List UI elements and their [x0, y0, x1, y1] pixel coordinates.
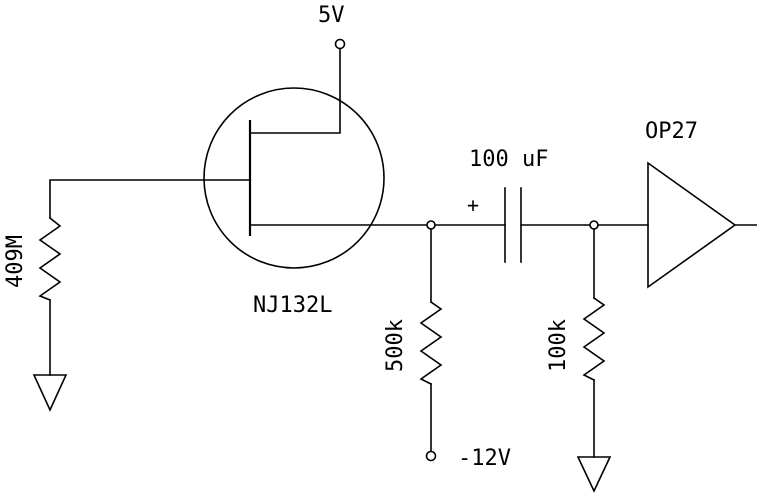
neg-supply-label: -12V — [458, 446, 511, 471]
supply-terminal — [334, 38, 346, 50]
bias-resistor-label: 100k — [546, 319, 571, 372]
source-resistor-label: 500k — [383, 319, 408, 372]
jfet-label: NJ132L — [253, 293, 332, 318]
opamp-input-node — [589, 220, 599, 230]
neg-supply-terminal — [425, 450, 437, 462]
source-node — [426, 220, 436, 230]
opamp-symbol — [647, 161, 737, 289]
ground-right-symbol — [576, 456, 612, 493]
ground-left-symbol — [32, 374, 68, 412]
opamp-label: OP27 — [645, 119, 698, 144]
drain-wire — [249, 48, 341, 134]
jfet-envelope — [203, 87, 385, 269]
source-resistor — [419, 300, 443, 386]
supply-label: 5V — [318, 3, 345, 28]
bias-resistor — [582, 296, 606, 382]
gate-wire — [49, 179, 251, 219]
coupling-cap-label: 100 uF — [469, 147, 548, 172]
gate-resistor — [38, 216, 62, 302]
cap-polarity-label: + — [467, 193, 479, 217]
gate-resistor-label: 409M — [3, 235, 28, 288]
